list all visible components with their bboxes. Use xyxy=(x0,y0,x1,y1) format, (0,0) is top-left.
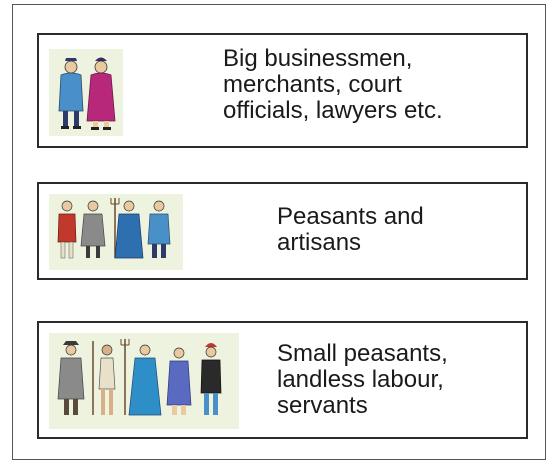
wealthy-figures-icon xyxy=(49,49,123,136)
tier-label-lower: Small peasants, landless labour, servant… xyxy=(277,340,448,419)
labourer-figures-icon xyxy=(49,333,239,429)
tier-label-upper: Big businessmen, merchants, court offici… xyxy=(223,45,443,124)
tier-label-middle: Peasants and artisans xyxy=(277,203,424,256)
tier-box-lower: Small peasants, landless labour, servant… xyxy=(37,321,528,439)
tier-box-upper: Big businessmen, merchants, court offici… xyxy=(37,33,528,148)
peasant-figures-icon xyxy=(49,194,183,270)
tier-box-middle: Peasants and artisans xyxy=(37,182,528,280)
